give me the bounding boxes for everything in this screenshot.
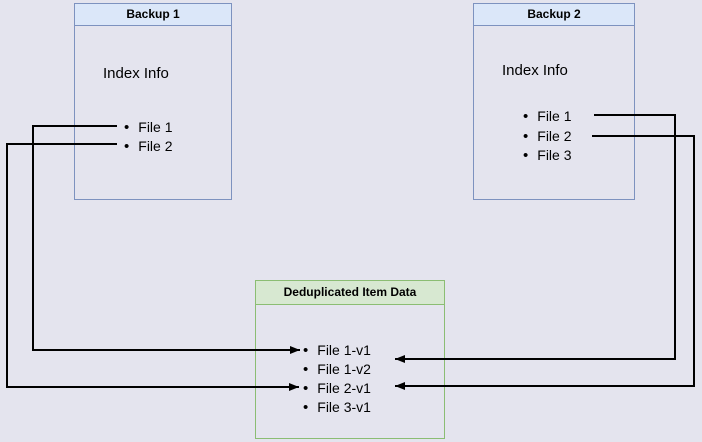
backup1-box: Backup 1 Index Info File 1 File 2: [74, 3, 232, 200]
backup2-title: Backup 2: [474, 4, 634, 26]
backup2-box: Backup 2 Index Info File 1 File 2 File 3: [473, 3, 635, 200]
dedup-box: Deduplicated Item Data File 1-v1 File 1-…: [255, 280, 445, 439]
backup1-file-list: File 1 File 2: [124, 118, 172, 156]
backup2-file-3: File 3: [523, 146, 571, 166]
backup2-file-2: File 2: [523, 127, 571, 147]
backup1-title: Backup 1: [75, 4, 231, 26]
backup1-file-1: File 1: [124, 118, 172, 137]
backup2-file-list: File 1 File 2 File 3: [523, 107, 571, 166]
dedup-file-list: File 1-v1 File 1-v2 File 2-v1 File 3-v1: [303, 341, 371, 417]
backup2-index-info-label: Index Info: [502, 62, 568, 79]
dedup-file-1-v1: File 1-v1: [303, 341, 371, 360]
dedup-file-1-v2: File 1-v2: [303, 360, 371, 379]
backup2-file-1: File 1: [523, 107, 571, 127]
backup1-file-2: File 2: [124, 137, 172, 156]
dedup-file-3-v1: File 3-v1: [303, 398, 371, 417]
dedup-file-2-v1: File 2-v1: [303, 379, 371, 398]
dedup-title: Deduplicated Item Data: [256, 281, 444, 305]
backup1-index-info-label: Index Info: [103, 65, 169, 82]
